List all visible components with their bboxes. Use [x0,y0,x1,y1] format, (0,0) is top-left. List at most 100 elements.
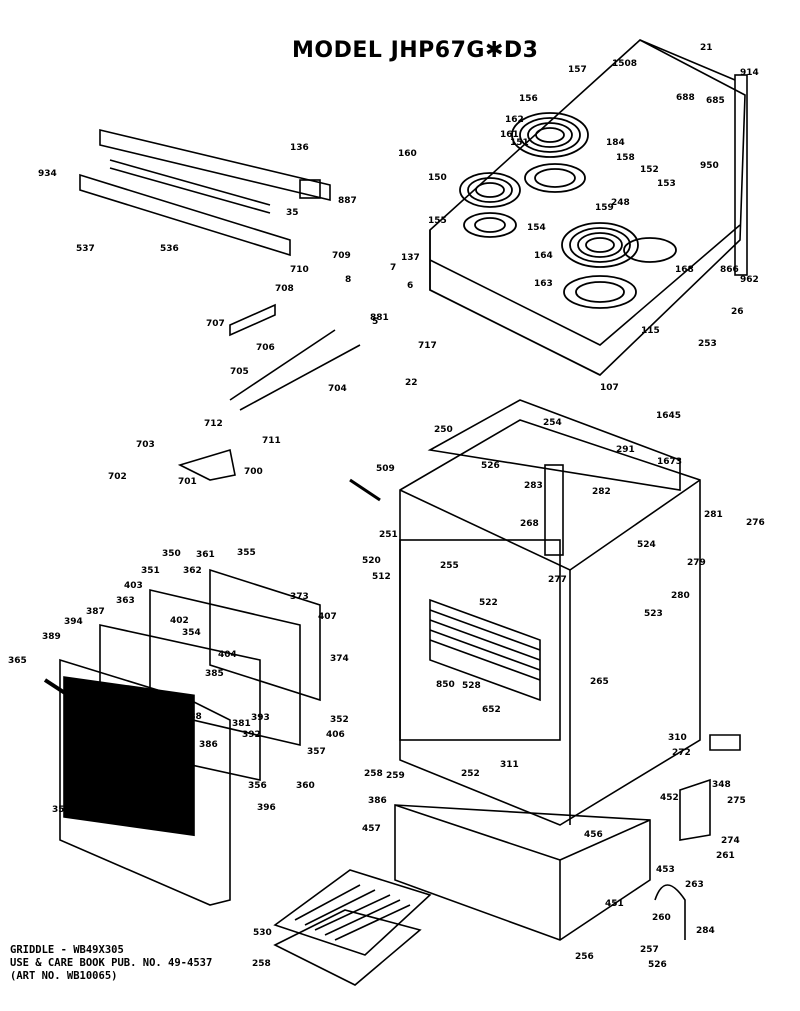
part-label: 277 [548,575,567,585]
part-label: 361 [196,550,215,560]
part-label: 850 [436,680,455,690]
part-label: 365 [8,656,27,666]
part-label: 452 [660,793,679,803]
part-label: 272 [672,748,691,758]
part-label: 717 [418,341,437,351]
part-label: 386 [368,796,387,806]
part-label: 276 [746,518,765,528]
part-label: 362 [183,566,202,576]
part-label: 284 [696,926,715,936]
part-label: 523 [644,609,663,619]
part-label: 260 [652,913,671,923]
part-label: 881 [370,313,389,323]
part-label: 35 [286,208,299,218]
part-label: 154 [527,223,546,233]
part-label: 184 [606,138,625,148]
part-label: 274 [721,836,740,846]
part-label: 252 [461,769,480,779]
part-label: 291 [616,445,635,455]
part-label: 710 [290,265,309,275]
part-label: 364 [136,700,155,710]
part-label: 703 [136,440,155,450]
part-label: 281 [704,510,723,520]
oven-body [399,399,701,826]
part-label: 136 [290,143,309,153]
part-label: 5 [372,317,378,327]
part-label: 265 [590,677,609,687]
part-label: 388 [183,712,202,722]
part-label: 360 [296,781,315,791]
part-label: 261 [716,851,735,861]
part-label: 311 [500,760,519,770]
part-label: 457 [362,824,381,834]
part-label: 8 [345,275,351,285]
part-label: 708 [275,284,294,294]
part-label: 402 [170,616,189,626]
part-label: 150 [428,173,447,183]
part-label: 357 [307,747,326,757]
part-label: 520 [362,556,381,566]
small-parts [177,303,741,940]
part-label: 866 [720,265,739,275]
part-label: 21 [700,43,713,53]
part-label: 350 [162,549,181,559]
part-label: 257 [640,945,659,955]
part-label: 263 [685,880,704,890]
part-label: 652 [482,705,501,715]
part-label: 256 [575,952,594,962]
part-label: 536 [160,244,179,254]
part-label: 934 [38,169,57,179]
part-label: 163 [534,279,553,289]
part-label: 351 [141,566,160,576]
part-label: 151 [510,138,529,148]
part-label: 705 [230,367,249,377]
part-label: 1673 [657,457,682,467]
part-label: 451 [605,899,624,909]
part-label: 373 [290,592,309,602]
storage-drawer [394,804,651,941]
part-label: 157 [568,65,587,75]
part-label: 137 [401,253,420,263]
part-label: 6 [407,281,413,291]
part-label: 1645 [656,411,681,421]
part-label: 530 [253,928,272,938]
part-label: 363 [116,596,135,606]
part-label: 354 [182,628,201,638]
part-label: 700 [244,467,263,477]
part-label: 248 [611,198,630,208]
part-label: 685 [706,96,725,106]
part-label: 268 [520,519,539,529]
part-label: 396 [257,803,276,813]
part-label: 914 [740,68,759,78]
part-label: 279 [687,558,706,568]
oven-door-assembly [43,568,321,906]
part-label: 161 [500,130,519,140]
part-label: 250 [434,425,453,435]
part-label: 156 [519,94,538,104]
part-label: 394 [64,617,83,627]
part-label: 456 [584,830,603,840]
part-label: 310 [668,733,687,743]
part-label: 158 [616,153,635,163]
part-label: 258 [252,959,271,969]
part-label: 526 [481,461,500,471]
surface-unit-coils [459,112,677,309]
part-label: 712 [204,419,223,429]
part-label: 259 [386,771,405,781]
part-label: 253 [698,339,717,349]
part-number-labels: 21 914 1508 157 688 685 156 162 161 136 … [8,43,765,970]
part-label: 280 [671,591,690,601]
part-label: 406 [326,730,345,740]
part-label: 528 [462,681,481,691]
part-label: 275 [727,796,746,806]
part-label: 407 [318,612,337,622]
part-label: 283 [524,481,543,491]
part-label: 251 [379,530,398,540]
part-label: 255 [440,561,459,571]
part-label: 702 [108,472,127,482]
part-label: 704 [328,384,347,394]
part-label: 537 [76,244,95,254]
part-label: 152 [640,165,659,175]
part-label: 164 [534,251,553,261]
